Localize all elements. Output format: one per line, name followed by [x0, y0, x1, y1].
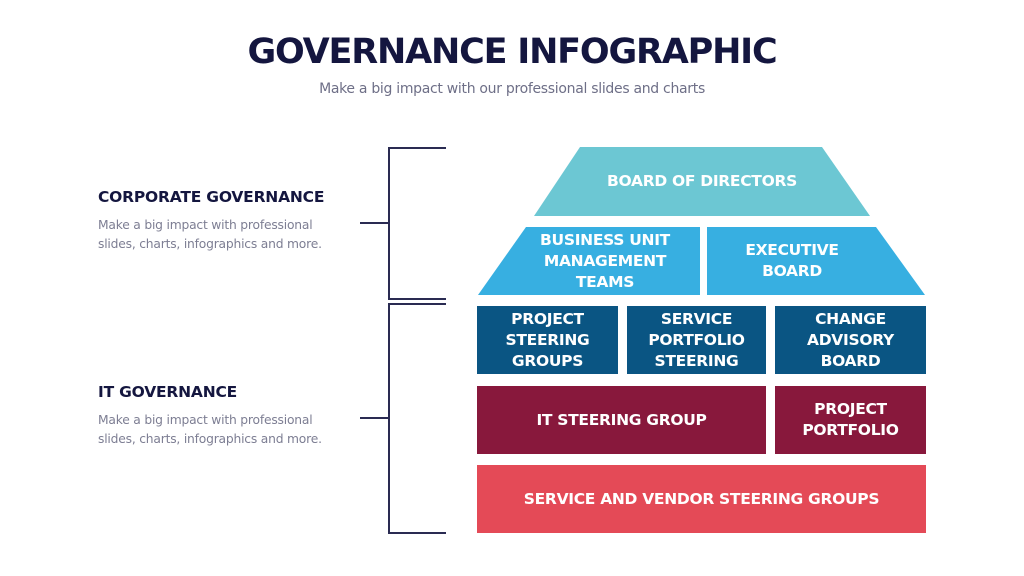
label-line: STEERING [654, 351, 739, 370]
it-steering-shape [477, 386, 766, 454]
label-line: BOARD [820, 351, 881, 370]
description-line: slides, charts, infographics and more. [98, 237, 322, 251]
page-title: GOVERNANCE INFOGRAPHIC [247, 32, 778, 72]
label-line: ADVISORY [807, 330, 894, 349]
service-vendor-shape [477, 465, 926, 533]
description-line: Make a big impact with professional [98, 218, 313, 232]
label-line: SERVICE AND VENDOR STEERING GROUPS [523, 489, 880, 508]
executive-board-shape [707, 227, 925, 295]
bracket-bottom-line [388, 532, 446, 534]
label-line: BOARD OF DIRECTORS [607, 172, 797, 190]
label-line: SERVICE [660, 309, 733, 328]
service-portfolio-steering-label: SERVICE PORTFOLIO STEERING [627, 306, 766, 374]
label-line: STEERING [505, 330, 590, 349]
project-portfolio-label: PROJECT PORTFOLIO [775, 386, 926, 454]
label-line: TEAMS [575, 272, 635, 291]
executive-board-label: EXECUTIVE BOARD [707, 227, 877, 295]
label-line: PORTFOLIO [802, 421, 899, 439]
label-line: PORTFOLIO [648, 330, 745, 349]
board-of-directors-shape [534, 147, 870, 216]
description-line: Make a big impact with professional [98, 413, 313, 427]
bracket-top-line [388, 147, 446, 149]
it-steering-group-label: IT STEERING GROUP [477, 386, 766, 454]
it-governance-title: IT GOVERNANCE [98, 383, 238, 401]
change-advisory-board-label: CHANGE ADVISORY BOARD [775, 306, 926, 374]
project-steering-shape [477, 306, 618, 374]
bracket-bottom-line [388, 298, 446, 300]
service-vendor-steering-label: SERVICE AND VENDOR STEERING GROUPS [477, 465, 926, 533]
label-line: EXECUTIVE [745, 241, 839, 259]
bracket-top-line [388, 303, 446, 305]
bracket-connector-line [360, 222, 389, 224]
label-line: IT STEERING GROUP [536, 410, 707, 429]
corporate-governance-title: CORPORATE GOVERNANCE [98, 188, 325, 206]
service-portfolio-shape [627, 306, 766, 374]
label-line: BOARD [762, 262, 822, 280]
label-line: GROUPS [511, 351, 584, 370]
label-line: CHANGE [815, 309, 886, 328]
label-line: PROJECT [511, 309, 584, 328]
business-unit-shape [478, 227, 700, 295]
business-unit-label: BUSINESS UNIT MANAGEMENT TEAMS [510, 227, 700, 295]
it-governance-description: Make a big impact with professional slid… [98, 411, 358, 449]
label-line: MANAGEMENT [543, 251, 667, 270]
page-subtitle: Make a big impact with our professional … [319, 81, 705, 97]
project-steering-groups-label: PROJECT STEERING GROUPS [477, 306, 618, 374]
project-portfolio-shape [775, 386, 926, 454]
change-advisory-shape [775, 306, 926, 374]
board-of-directors-label: BOARD OF DIRECTORS [534, 147, 870, 216]
label-line: PROJECT [814, 400, 887, 418]
label-line: BUSINESS UNIT [540, 230, 670, 249]
bracket-connector-line [360, 417, 389, 419]
corporate-governance-description: Make a big impact with professional slid… [98, 216, 358, 254]
description-line: slides, charts, infographics and more. [98, 432, 322, 446]
